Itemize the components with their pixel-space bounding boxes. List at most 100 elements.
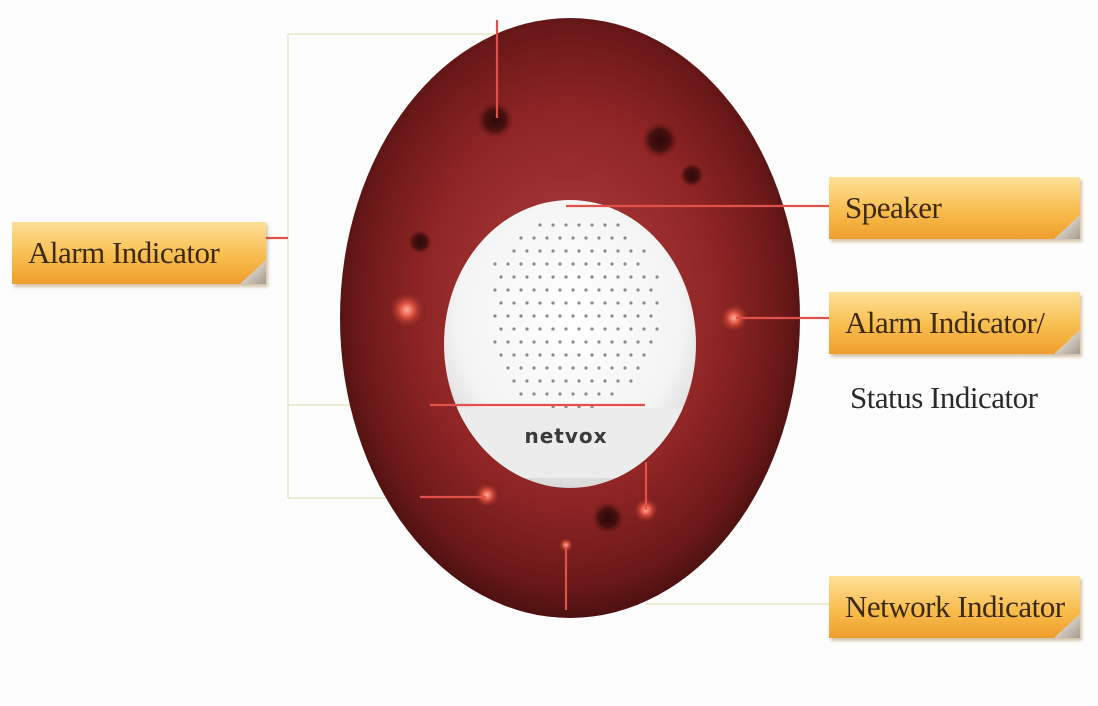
grille-hole [623,340,626,343]
grille-hole [551,327,554,330]
grille-hole [603,223,606,226]
grille-hole [538,223,541,226]
grille-hole [545,262,548,265]
grille-hole [564,379,567,382]
grille-hole [597,340,600,343]
grille-hole [558,262,561,265]
grille-hole [506,340,509,343]
grille-hole [597,262,600,265]
grille-hole [610,288,613,291]
grille-hole [525,275,528,278]
grille-hole [538,301,541,304]
grille-hole [629,327,632,330]
grille-hole [564,353,567,356]
grille-hole [571,314,574,317]
grille-hole [642,301,645,304]
grille-hole [506,314,509,317]
grille-hole [610,314,613,317]
grille-hole [655,301,658,304]
grille-hole [545,366,548,369]
grille-hole [512,353,515,356]
grille-hole [551,379,554,382]
label-alarm-indicator-left-text: Alarm Indicator [28,235,219,270]
grille-hole [597,392,600,395]
label-alarm-status-indicator: Alarm Indicator/ [829,292,1080,354]
label-speaker: Speaker [829,177,1080,239]
grille-hole [564,275,567,278]
grille-hole [558,288,561,291]
page-curl-icon [1054,330,1080,354]
grille-hole [623,288,626,291]
label-alarm-status-line1: Alarm Indicator/ [845,305,1044,340]
label-alarm-indicator-left: Alarm Indicator [12,222,266,284]
grille-hole [649,340,652,343]
grille-hole [590,353,593,356]
grille-hole [649,314,652,317]
grille-hole [551,353,554,356]
grille-hole [564,249,567,252]
grille-hole [493,288,496,291]
grille-hole [584,288,587,291]
grille-hole [545,392,548,395]
grille-hole [597,314,600,317]
grille-hole [642,327,645,330]
grille-hole [603,301,606,304]
grille-hole [610,392,613,395]
grille-hole [616,223,619,226]
grille-hole [636,366,639,369]
grille-hole [623,314,626,317]
grille-hole [525,301,528,304]
grille-hole [603,327,606,330]
led-right-upper [680,163,704,187]
grille-hole [506,366,509,369]
grille-hole [571,366,574,369]
grille-hole [564,223,567,226]
grille-hole [519,288,522,291]
grille-hole [623,236,626,239]
led-top [477,102,513,138]
grille-hole [584,314,587,317]
grille-hole [577,275,580,278]
grille-hole [571,392,574,395]
grille-hole [616,379,619,382]
grille-hole [551,301,554,304]
grille-hole [629,275,632,278]
grille-hole [532,314,535,317]
grille-hole [499,275,502,278]
grille-hole [584,340,587,343]
grille-hole [610,366,613,369]
grille-hole [532,288,535,291]
page-curl-icon [240,260,266,284]
grille-hole [584,262,587,265]
grille-hole [584,236,587,239]
label-status-indicator-text: Status Indicator [850,380,1037,416]
grille-hole [655,327,658,330]
grille-hole [525,379,528,382]
grille-hole [532,392,535,395]
label-network-indicator: Network Indicator [829,576,1080,638]
grille-hole [629,353,632,356]
led-left-upper [408,230,432,254]
grille-hole [532,340,535,343]
grille-hole [603,353,606,356]
grille-hole [636,262,639,265]
grille-hole [499,353,502,356]
grille-hole [636,314,639,317]
grille-hole [571,236,574,239]
grille-hole [558,340,561,343]
grille-hole [616,353,619,356]
grille-hole [577,379,580,382]
grille-hole [558,314,561,317]
grille-hole [603,379,606,382]
grille-hole [577,223,580,226]
grille-hole [564,327,567,330]
grille-hole [584,392,587,395]
label-network-indicator-text: Network Indicator [845,589,1065,624]
grille-hole [616,301,619,304]
grille-hole [551,249,554,252]
grille-hole [499,301,502,304]
grille-hole [571,340,574,343]
grille-hole [616,249,619,252]
grille-hole [525,353,528,356]
